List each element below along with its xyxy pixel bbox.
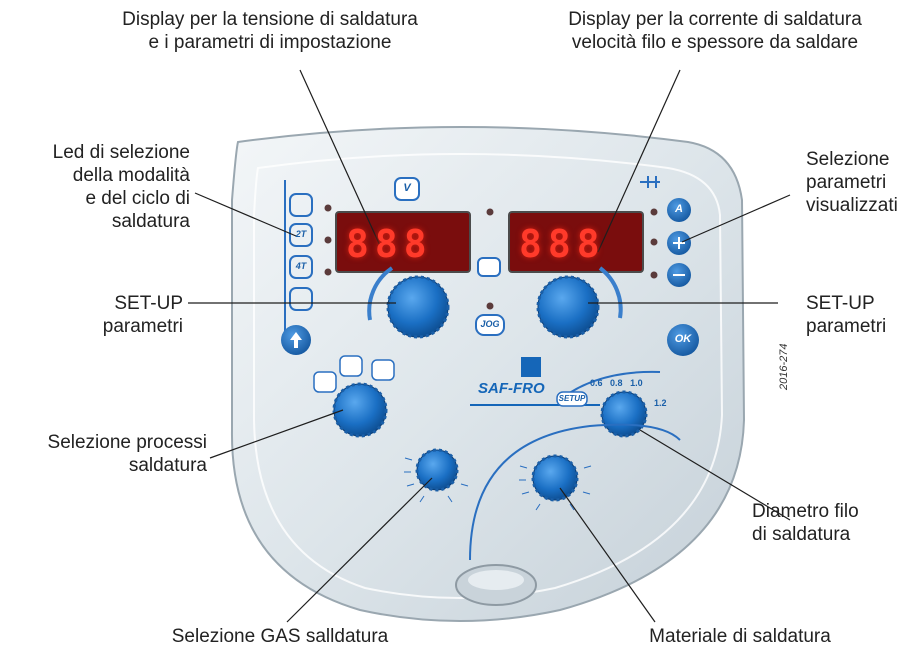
label-param-select: Selezione parametri visualizzati (806, 149, 898, 216)
ok-button (667, 324, 699, 356)
process-knob (313, 355, 395, 438)
label-process-select: Selezione processi saldatura (47, 432, 207, 476)
setup-knob-left (367, 266, 450, 339)
ok-button-label[interactable]: OK (674, 333, 692, 345)
wire-scale: 0.6 0.8 1.0 (590, 378, 643, 388)
label-gas-select: Selezione GAS salldatura (171, 626, 389, 647)
mode-4t-label[interactable]: 4T (295, 261, 307, 271)
gas-knob (415, 448, 459, 492)
jog-button-label[interactable]: JOG (480, 319, 500, 329)
leds (324, 204, 658, 310)
lower-arc (469, 423, 681, 561)
jog-button (475, 314, 505, 336)
leader-lines (188, 69, 791, 623)
display-right-value: 888 (519, 222, 606, 266)
v-button-label[interactable]: V (403, 182, 411, 194)
label-setup-right: SET-UP parametri (806, 293, 887, 337)
label-material: Materiale di saldatura (649, 626, 831, 647)
middle-small-button (477, 257, 501, 277)
material-knob (531, 454, 579, 502)
label-wire-diameter: Diametro filo di saldatura (752, 501, 859, 545)
scale-ticks (404, 457, 592, 511)
welder-symbol-icon (640, 176, 660, 188)
brand-square (521, 357, 541, 377)
panel-housing (230, 126, 746, 622)
side-code: 2016-274 (778, 343, 790, 391)
setup-knob-right (536, 266, 623, 339)
label-setup-left: SET-UP parametri (102, 293, 183, 337)
label-display-voltage: Display per la tensione di saldatura e i… (122, 9, 418, 53)
v-button (394, 177, 420, 201)
mode-buttons (284, 180, 313, 340)
param-buttons (667, 198, 691, 287)
a-button-label[interactable]: A (675, 203, 683, 215)
display-left-housing (335, 211, 471, 273)
label-display-current: Display per la corrente di saldatura vel… (568, 9, 862, 53)
label-led-mode: Led di selezione della modalità e del ci… (52, 142, 190, 232)
brand-logo-text: SAF-FRO (478, 380, 545, 397)
panel-inner-outline (253, 153, 724, 599)
mode-2t-label[interactable]: 2T (295, 229, 307, 239)
display-left-value: 888 (346, 222, 433, 266)
wire-scale-max: 1.2 (654, 398, 667, 408)
setup-button-label[interactable]: SETUP (558, 394, 586, 403)
